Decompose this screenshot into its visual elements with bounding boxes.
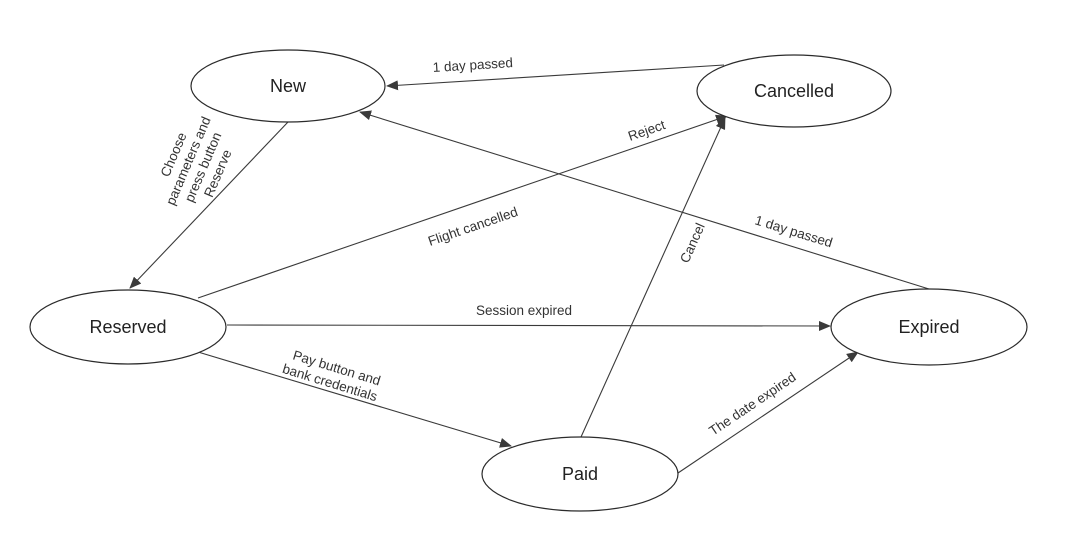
- label-new-to-reserved: Choose parameters and press button Reser…: [158, 114, 235, 207]
- state-reserved-label: Reserved: [89, 317, 166, 337]
- edge-new-to-reserved: [129, 121, 289, 289]
- label-expired-to-new: 1 day passed: [753, 213, 834, 251]
- state-expired-shape: [830, 288, 1028, 366]
- edge-paid-to-cancelled: [580, 117, 726, 438]
- state-paid-shape: [481, 436, 679, 512]
- label-session-expired: Session expired: [476, 303, 572, 318]
- edge-reserved-to-paid: [197, 351, 512, 448]
- label-flight-cancelled: Flight cancelled: [426, 204, 520, 249]
- state-new-shape: [190, 49, 386, 123]
- state-reserved-shape: [29, 289, 227, 365]
- edge-cancelled-to-new: [386, 64, 725, 91]
- state-cancelled-shape: [696, 54, 892, 128]
- label-cancelled-to-new: 1 day passed: [432, 55, 513, 75]
- state-cancelled: Cancelled: [696, 54, 892, 128]
- state-expired-label: Expired: [898, 317, 959, 337]
- state-cancelled-label: Cancelled: [754, 81, 834, 101]
- edge-paid-to-expired: [677, 351, 859, 474]
- state-paid-label: Paid: [562, 464, 598, 484]
- state-paid: Paid: [481, 436, 679, 512]
- label-reserved-to-paid: Pay button and bank credentials: [281, 348, 383, 405]
- label-date-expired: The date expired: [706, 369, 798, 438]
- label-cancel: Cancel: [677, 221, 708, 265]
- edge-expired-to-new: [359, 110, 930, 290]
- state-reserved: Reserved: [29, 289, 227, 365]
- label-reject: Reject: [626, 117, 667, 144]
- edge-reserved-to-cancelled: [197, 114, 728, 299]
- edge-reserved-to-expired: [226, 320, 831, 331]
- state-expired: Expired: [830, 288, 1028, 366]
- state-new-label: New: [270, 76, 307, 96]
- state-new: New: [190, 49, 386, 123]
